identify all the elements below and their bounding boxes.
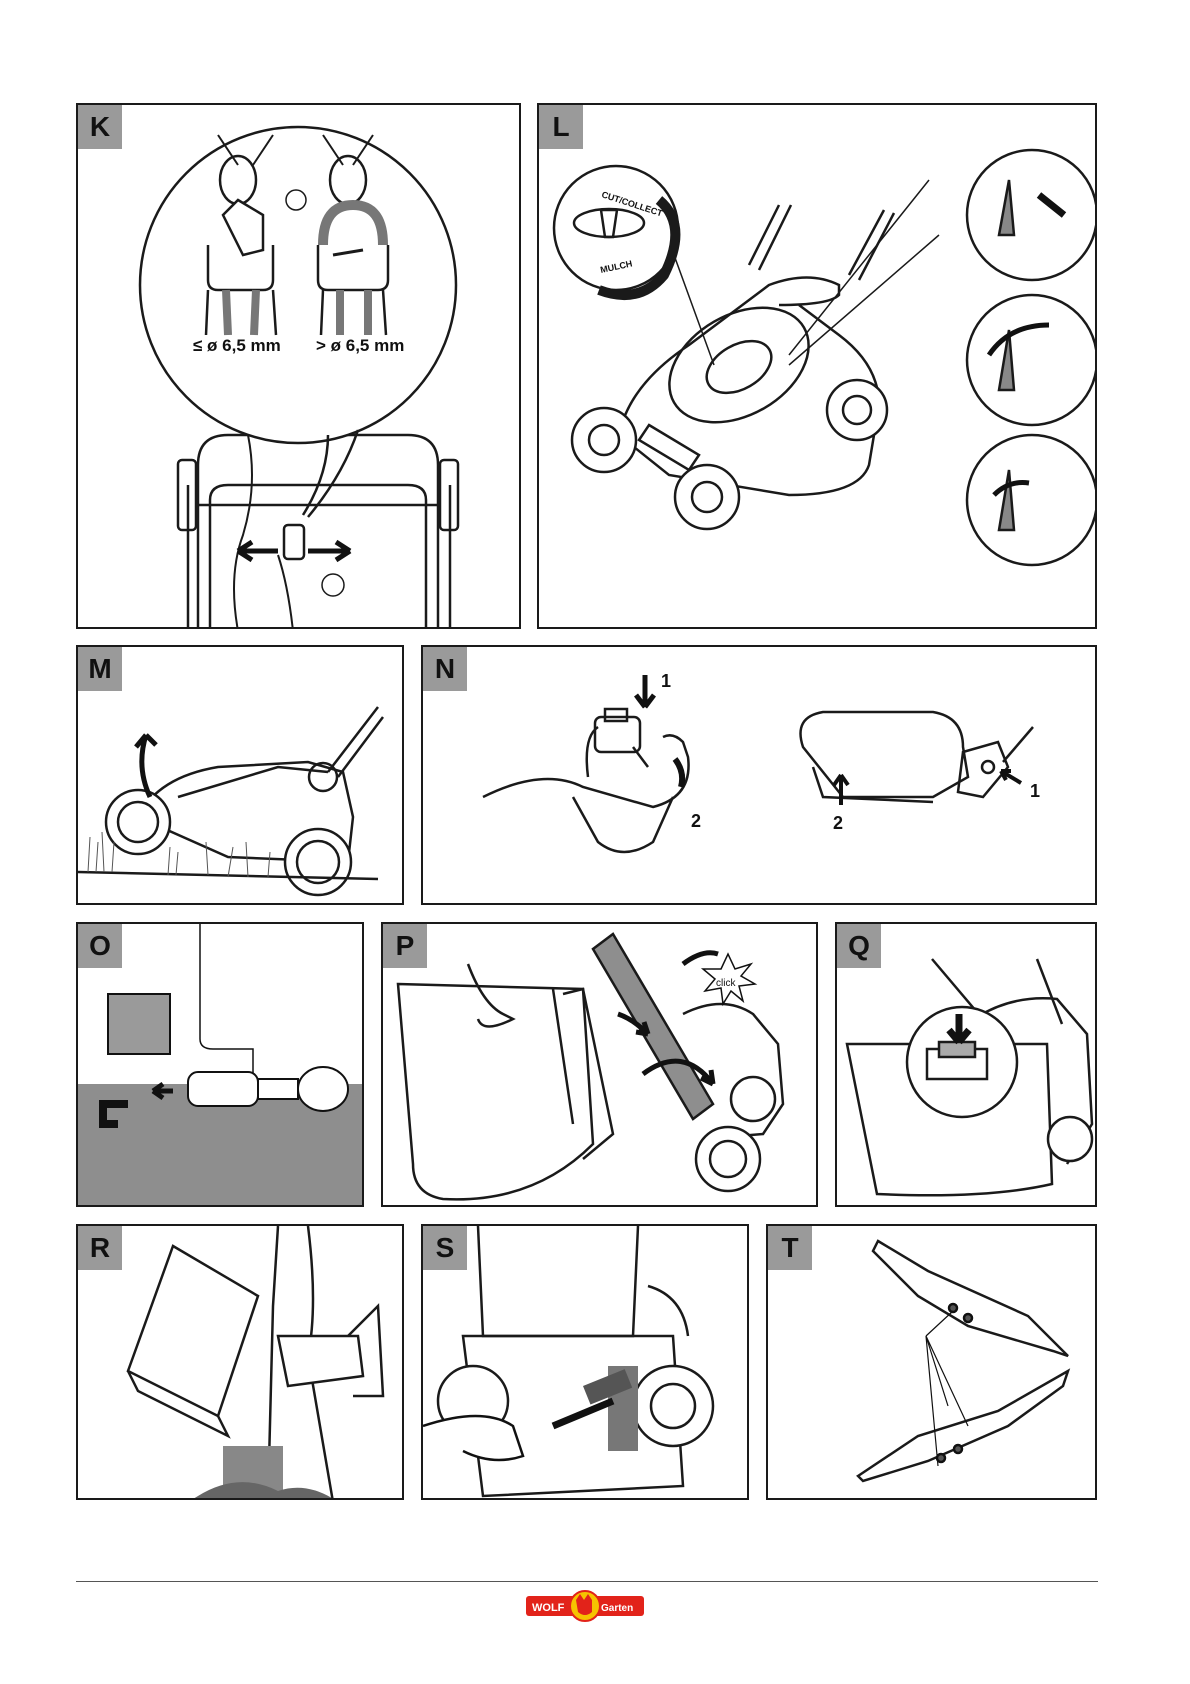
blade-replacement-illustration — [856, 1239, 1071, 1483]
label-small-cable: ≤ ø 6,5 mm — [193, 336, 281, 355]
panel-o-tag: O — [78, 924, 122, 968]
panel-t: T — [766, 1224, 1097, 1500]
panel-q-tag: Q — [837, 924, 881, 968]
step-1-press: 1 — [661, 671, 671, 691]
click-label: click — [716, 978, 736, 989]
mulch-mode-illustration: CUT/COLLECT MULCH — [552, 148, 1095, 567]
panel-r-tag: R — [78, 1226, 122, 1270]
panel-m: M — [76, 645, 404, 905]
cutting-height-illustration — [78, 706, 384, 897]
fold-handle-illustration: 1 2 1 2 — [482, 671, 1040, 854]
panel-r: R — [76, 1224, 404, 1500]
step-1-lever: 1 — [1030, 781, 1040, 801]
panel-t-tag: T — [768, 1226, 812, 1270]
grass-box-attach-illustration: click — [396, 932, 785, 1201]
label-large-cable: > ø 6,5 mm — [316, 336, 404, 355]
panel-n: N 1 2 1 2 — [421, 645, 1097, 905]
panel-o: O — [76, 922, 364, 1207]
panel-s: S — [421, 1224, 749, 1500]
panel-l: L — [537, 103, 1097, 629]
brand-left-text: WOLF — [532, 1602, 565, 1614]
panel-s-tag: S — [423, 1226, 467, 1270]
cable-strain-relief-illustration: ≤ ø 6,5 mm > ø 6,5 mm — [138, 125, 460, 627]
panel-q: Q — [835, 922, 1097, 1207]
panel-k: K — [76, 103, 521, 629]
panel-m-tag: M — [78, 647, 122, 691]
panel-l-tag: L — [539, 105, 583, 149]
step-2-fold: 2 — [691, 811, 701, 831]
step-2-lift: 2 — [833, 813, 843, 833]
footer-divider — [76, 1581, 1098, 1582]
panel-p-tag: P — [383, 924, 427, 968]
fill-indicator-illustration — [845, 958, 1094, 1197]
panel-p: P click — [381, 922, 818, 1207]
panel-n-tag: N — [423, 647, 467, 691]
brand-right-text: Garten — [601, 1603, 633, 1614]
mowing-pattern-illustration — [78, 924, 362, 1205]
panel-k-tag: K — [78, 105, 122, 149]
wolf-garten-logo: WOLF Garten — [526, 1590, 644, 1622]
empty-grass-box-illustration — [126, 1226, 385, 1498]
cleaning-illustration — [423, 1226, 715, 1498]
